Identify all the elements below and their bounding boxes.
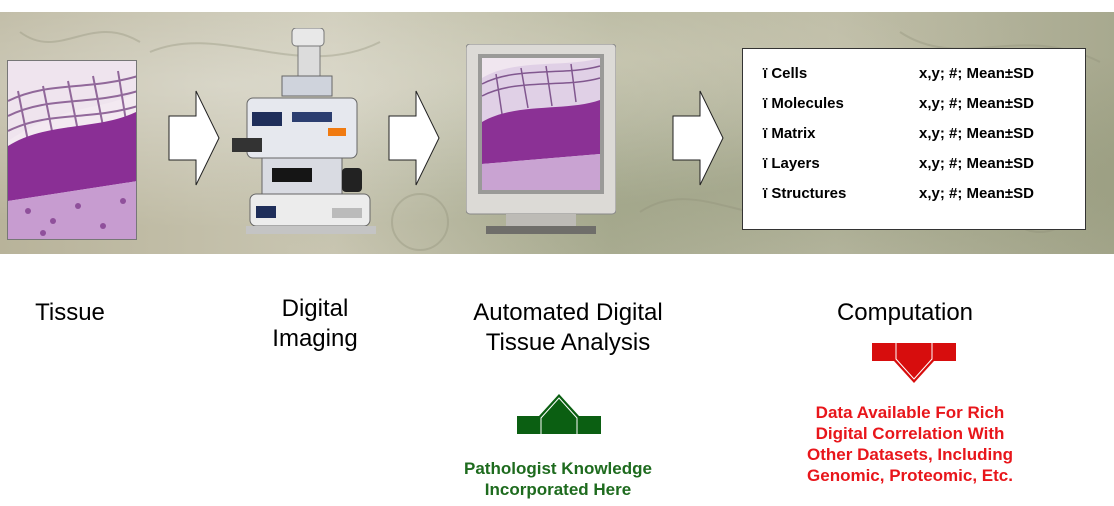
caption-digital-imaging: Digital Imaging — [272, 295, 358, 352]
measurement-row: ï Cells x,y; #; Mean±SD — [763, 65, 1083, 87]
measurement-row: ï Molecules x,y; #; Mean±SD — [763, 95, 1083, 117]
pathologist-note: Pathologist Knowledge Incorporated Here — [464, 459, 652, 499]
flow-arrow-3-icon — [672, 90, 724, 186]
monitor-image — [466, 44, 616, 234]
measurement-row: ï Matrix x,y; #; Mean±SD — [763, 125, 1083, 147]
flow-arrow-2-icon — [388, 90, 440, 186]
measurements-box: ï Cells x,y; #; Mean±SD ï Molecules x,y;… — [742, 48, 1086, 230]
measurement-label: ï Molecules — [763, 95, 844, 112]
measurement-value: x,y; #; Mean±SD — [919, 65, 1034, 82]
measurement-label: ï Cells — [763, 65, 808, 82]
down-arrow-icon — [872, 343, 956, 383]
tissue-photo — [7, 60, 137, 240]
measurement-label: ï Layers — [763, 155, 820, 172]
measurement-label: ï Structures — [763, 185, 847, 202]
measurement-value: x,y; #; Mean±SD — [919, 155, 1034, 172]
measurement-value: x,y; #; Mean±SD — [919, 185, 1034, 202]
caption-tissue: Tissue — [35, 299, 105, 326]
measurement-value: x,y; #; Mean±SD — [919, 125, 1034, 142]
microscope-image — [232, 28, 376, 234]
data-availability-note: Data Available For Rich Digital Correlat… — [807, 403, 1013, 485]
up-arrow-icon — [517, 394, 601, 434]
caption-automated-analysis: Automated Digital Tissue Analysis — [473, 299, 663, 356]
measurement-label: ï Matrix — [763, 125, 816, 142]
caption-computation: Computation — [836, 299, 974, 326]
measurement-value: x,y; #; Mean±SD — [919, 95, 1034, 112]
flow-arrow-1-icon — [168, 90, 220, 186]
measurement-row: ï Structures x,y; #; Mean±SD — [763, 185, 1083, 207]
measurement-row: ï Layers x,y; #; Mean±SD — [763, 155, 1083, 177]
